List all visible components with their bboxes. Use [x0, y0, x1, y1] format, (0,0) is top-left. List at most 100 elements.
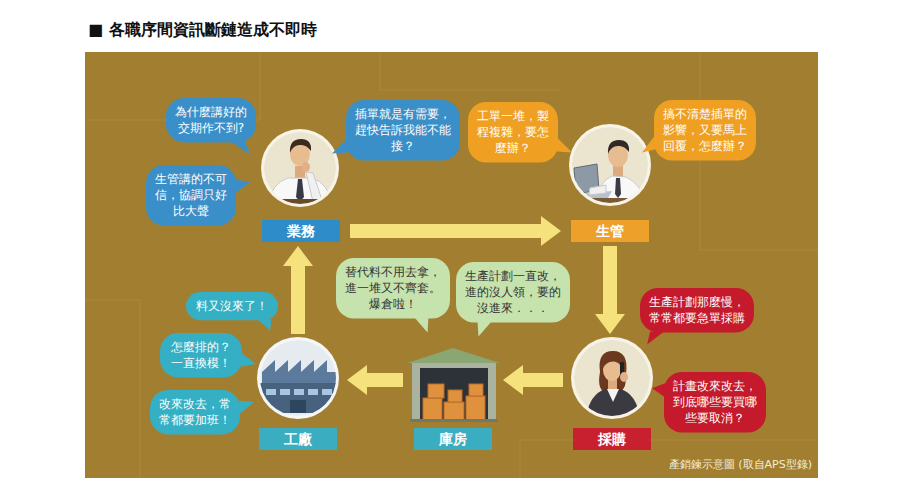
collar: [607, 389, 619, 402]
speech-bubble: 替代料不用去拿，進一堆又不齊套。爆倉啦！: [336, 258, 450, 319]
box: [428, 384, 444, 398]
speech-bubble: 生產計劃一直改，進的沒人領，要的沒進來．．．: [456, 262, 570, 323]
speech-bubble: 工單一堆，製程複雜，要怎麼辦？: [468, 102, 558, 163]
bubble-text: 為什麼講好的交期作不到?: [174, 104, 248, 136]
flow-arrow: [350, 224, 541, 238]
arm: [589, 185, 606, 195]
bubble-text: 插單就是有需要，趕快告訴我能不能接？: [354, 106, 452, 155]
figure-rim: [261, 129, 339, 207]
bubble-body: [150, 390, 240, 434]
window: [266, 389, 276, 395]
role-label-box: 採購: [573, 428, 651, 450]
fringe: [603, 356, 622, 368]
speech-bubble: 改來改去，常常都要加班！: [150, 390, 240, 434]
role-label: 採購: [598, 431, 626, 447]
hair: [599, 351, 626, 392]
role-node: 業務: [256, 128, 346, 242]
box: [444, 402, 464, 420]
stock-boxes: [423, 384, 485, 420]
speech-bubble: 怎麼排的？一直換模！: [160, 333, 242, 377]
bubble-tail: [231, 141, 250, 154]
texture-line: [85, 300, 140, 478]
page-title: ■ 各職序間資訊斷鏈造成不即時: [88, 19, 317, 41]
suit: [586, 389, 640, 418]
bubble-body: [654, 100, 756, 161]
box: [469, 384, 483, 396]
box: [466, 396, 485, 420]
bubble-body: [146, 165, 236, 226]
bubble-tail: [647, 331, 664, 344]
box: [448, 390, 462, 402]
bubble-tail: [415, 318, 429, 333]
bubble-shape: [150, 390, 240, 434]
panel-texture: [85, 52, 818, 478]
bubble-text: 怎麼排的？一直換模！: [168, 339, 234, 371]
bubble-text: 工單一堆，製程複雜，要怎麼辦？: [476, 108, 550, 157]
figure-caption: 產銷鍊示意圖 (取自APS型錄): [669, 458, 812, 472]
hand: [302, 162, 310, 172]
warehouse-wall: [412, 362, 496, 420]
bubble-body: [640, 288, 754, 332]
role-label-box: 工廠: [259, 428, 337, 450]
speech-bubble: 計畫改來改去，到底哪些要買哪些要取消？: [664, 372, 766, 433]
bubble-text: 替代料不用去拿，進一堆又不齊套。爆倉啦！: [344, 264, 442, 313]
bubble-shape: [160, 333, 242, 377]
window: [294, 389, 304, 395]
bubble-body: [166, 98, 256, 142]
flow-arrow: [367, 373, 403, 387]
bubble-text: 生產計劃一直改，進的沒人領，要的沒進來．．．: [464, 268, 562, 317]
bubble-shape: [166, 98, 256, 142]
planner-figure: [566, 124, 656, 207]
bubble-text: 計畫改來改去，到底哪些要買哪些要取消？: [672, 378, 758, 427]
bubble-shape: [640, 288, 754, 332]
role-label-box: 業務: [262, 220, 340, 242]
speech-bubble: 料又沒來了！: [186, 292, 278, 320]
figure-rim: [571, 337, 653, 419]
sales-figure: [260, 129, 340, 209]
factory-figure: [257, 337, 339, 419]
role-node: 庫房: [407, 348, 499, 450]
texture-line: [380, 52, 560, 90]
role-node: 生管: [565, 125, 655, 242]
role-label: 業務: [287, 223, 315, 239]
speech-bubble: 生產計劃那麼慢，常常都要急單採購: [640, 288, 754, 332]
hair: [608, 140, 629, 154]
bubble-text: 生產計劃那麼慢，常常都要急單採購: [648, 294, 746, 326]
hair: [290, 139, 311, 153]
speech-bubble: 插單就是有需要，趕快告訴我能不能接？: [346, 100, 460, 161]
bubble-tail: [239, 401, 254, 415]
warehouse-figure: [407, 348, 500, 422]
bubble-tail: [642, 135, 655, 152]
window: [308, 389, 318, 395]
bubble-tail: [478, 322, 492, 337]
desk: [566, 198, 656, 207]
bubble-body: [336, 258, 450, 319]
bubble-body: [664, 372, 766, 433]
bubble-text: 搞不清楚插單的影響，又要馬上回覆，怎麼辦？: [662, 106, 748, 155]
speech-bubble: 搞不清楚插單的影響，又要馬上回覆，怎麼辦？: [654, 100, 756, 161]
window: [322, 389, 332, 395]
role-node: 採購: [567, 338, 657, 450]
warehouse-door: [420, 368, 488, 420]
bubble-tail: [332, 138, 347, 153]
bubble-tail: [257, 319, 271, 330]
background-panel: [85, 52, 818, 478]
bubble-tail: [652, 383, 665, 397]
tie: [615, 178, 621, 198]
warehouse-roof: [407, 348, 500, 363]
role-label-box: 生管: [571, 220, 649, 242]
factory-roof: [262, 360, 336, 384]
flow-arrow: [603, 246, 617, 314]
hand: [620, 372, 628, 382]
bubble-body: [346, 100, 460, 161]
flow-arrow: [523, 373, 563, 387]
buyer-figure: [571, 337, 653, 419]
figure-rim: [569, 124, 651, 206]
bubble-body: [456, 262, 570, 323]
role-node: 工廠: [253, 338, 343, 450]
role-label: 工廠: [284, 431, 312, 447]
bubble-tail: [235, 179, 250, 193]
figure-rim: [257, 337, 339, 419]
factory-door: [290, 400, 306, 413]
